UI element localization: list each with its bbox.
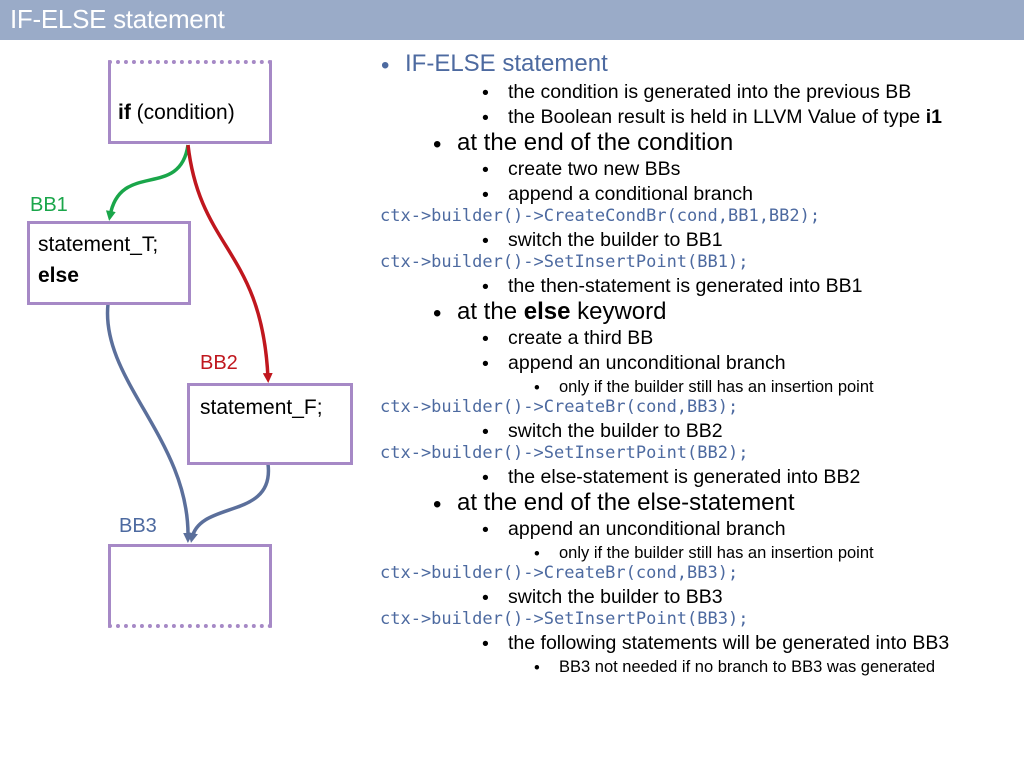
code-line-2: ctx->builder()->SetInsertPoint(BB1); — [380, 252, 749, 272]
note-l14: at the end of the else-statement — [457, 489, 795, 516]
note-l12: switch the builder to BB2 — [508, 420, 723, 442]
title-bar: IF-ELSE statement — [0, 0, 1024, 40]
note-l2: the Boolean result is held in LLVM Value… — [508, 106, 942, 128]
bb2-label: BB2 — [200, 352, 238, 374]
code-line-5: ctx->builder()->CreateBr(cond,BB3); — [380, 563, 739, 583]
condition-text: if (condition) — [118, 97, 235, 128]
note-l17: switch the builder to BB3 — [508, 586, 723, 608]
page-title: IF-ELSE statement — [10, 4, 225, 34]
note-l5: append a conditional branch — [508, 183, 754, 205]
bb2-block — [187, 383, 353, 465]
note-l0: IF-ELSE statement — [405, 50, 608, 77]
bb3-block — [108, 544, 272, 628]
false-branch-arrow — [186, 144, 273, 383]
note-l4: create two new BBs — [508, 158, 681, 180]
note-l3: at the end of the condition — [457, 129, 734, 156]
else-merge-arrow — [188, 463, 271, 543]
statement-t-label: statement_T; — [38, 233, 159, 256]
note-l8: at the else keyword — [457, 298, 667, 325]
note-l15: append an unconditional branch — [508, 518, 786, 540]
condition-label: (condition) — [136, 101, 235, 124]
note-l16: only if the builder still has an inserti… — [559, 544, 874, 562]
condition-block — [108, 60, 272, 144]
code-line-4: ctx->builder()->SetInsertPoint(BB2); — [380, 443, 749, 463]
if-keyword: if — [118, 101, 131, 124]
else-keyword: else — [38, 264, 79, 287]
note-l13: the else-statement is generated into BB2 — [508, 466, 861, 488]
note-l19: BB3 not needed if no branch to BB3 was g… — [559, 658, 936, 676]
bb1-label: BB1 — [30, 194, 68, 216]
note-l7: the then-statement is generated into BB1 — [508, 275, 863, 297]
code-line-6: ctx->builder()->SetInsertPoint(BB3); — [380, 609, 749, 629]
code-line-3: ctx->builder()->CreateBr(cond,BB3); — [380, 397, 739, 417]
note-l1: the condition is generated into the prev… — [508, 81, 912, 103]
statement-f-label: statement_F; — [200, 396, 323, 419]
note-l9: create a third BB — [508, 327, 654, 349]
note-l10: append an unconditional branch — [508, 352, 786, 374]
note-l6: switch the builder to BB1 — [508, 229, 723, 251]
bb3-label: BB3 — [119, 515, 157, 537]
note-l18: the following statements will be generat… — [508, 632, 950, 654]
then-merge-arrow — [105, 303, 194, 543]
code-line-1: ctx->builder()->CreateCondBr(cond,BB1,BB… — [380, 206, 821, 226]
note-l11: only if the builder still has an inserti… — [559, 378, 874, 396]
bb1-text: statement_T; else — [38, 229, 158, 291]
bb1-block — [27, 221, 191, 305]
true-branch-arrow — [105, 144, 190, 221]
